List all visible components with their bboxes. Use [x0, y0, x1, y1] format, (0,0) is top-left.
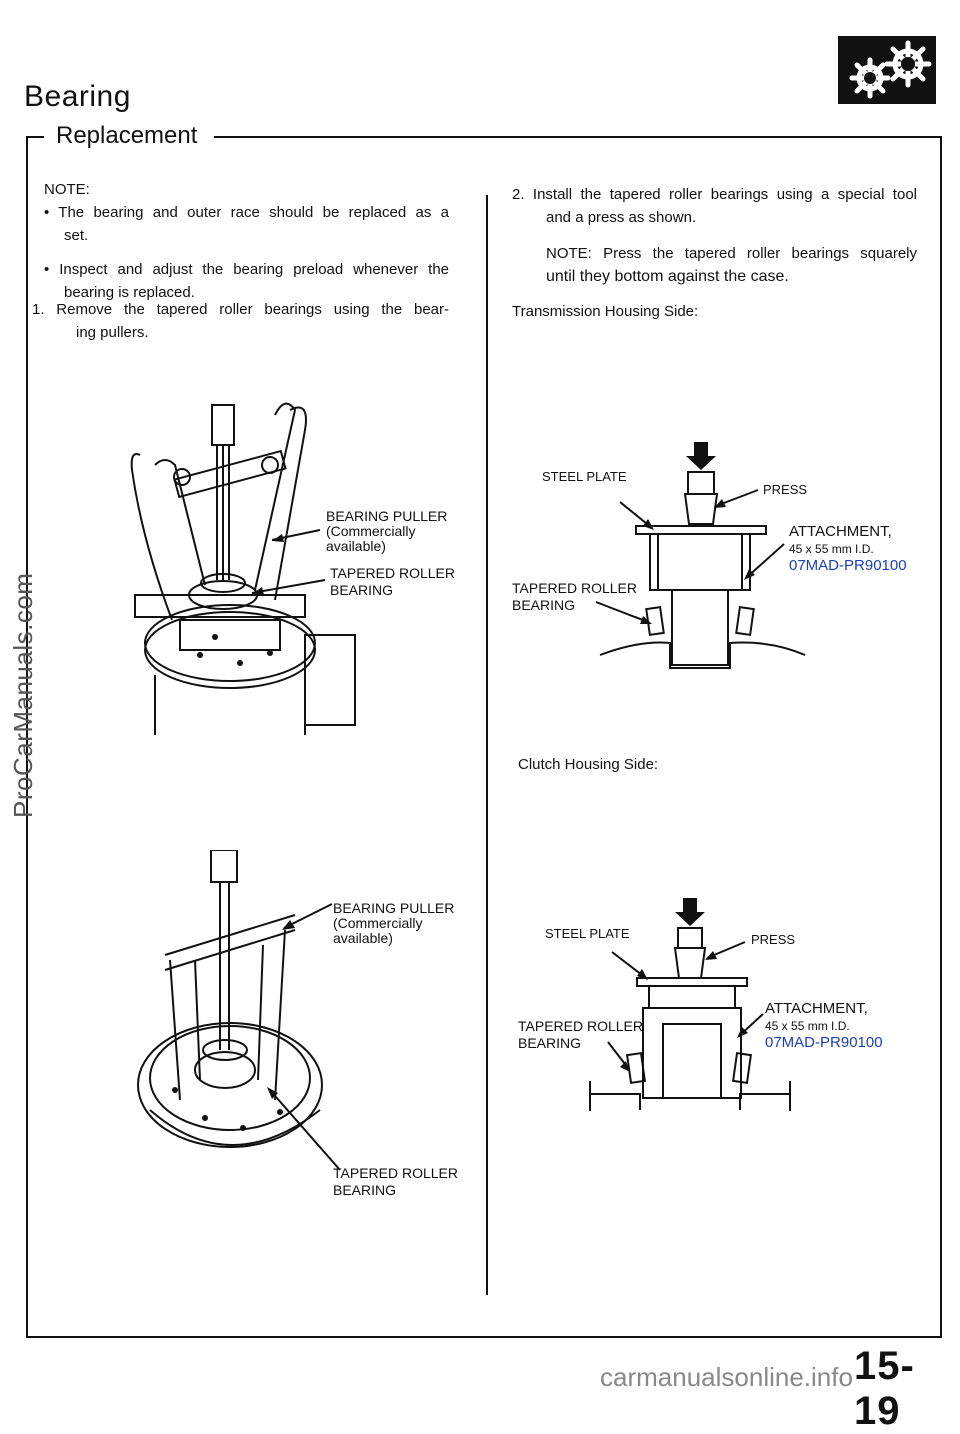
fig2-puller-label-1: BEARING PULLER — [333, 900, 455, 916]
fig3-bearing-label-2: BEARING — [512, 597, 576, 613]
fig1-bearing-label-2: BEARING — [330, 582, 394, 598]
fig1-puller-label-2: (Commercially — [326, 523, 416, 539]
step-2-line2: and a press as shown. — [546, 209, 697, 226]
arrow-fig4-press — [705, 941, 746, 960]
arrow-fig1-bearing — [251, 579, 326, 595]
fig2-bearing-label-2: BEARING — [333, 1182, 397, 1198]
fig1-puller-label-3: available) — [326, 538, 386, 554]
note-item-2-line2: bearing is replaced. — [64, 284, 195, 301]
fig3-part-number: 07MAD-PR90100 — [789, 557, 907, 574]
fig3-press-label: PRESS — [763, 482, 808, 497]
arrow-fig1-puller — [271, 529, 321, 542]
step-2-note-line2: until they bottom against the case. — [546, 268, 789, 285]
fig4-bearing-label-2: BEARING — [518, 1035, 582, 1051]
clutch-housing-heading: Clutch Housing Side: — [518, 756, 659, 773]
note-heading: NOTE: — [44, 181, 90, 198]
side-watermark: ProCarManuals.com — [8, 572, 38, 818]
content-frame — [26, 136, 942, 1338]
arrow-fig4-bearing — [607, 1041, 630, 1072]
fig2-bearing-label-1: TAPERED ROLLER — [333, 1165, 458, 1181]
step-1-line2: ing pullers. — [76, 324, 149, 341]
step-2-note-line1: NOTE: Press the tapered roller bearings … — [546, 245, 917, 262]
footer-watermark: carmanualsonline.info — [600, 1362, 853, 1392]
figure-bearing-puller-2 — [137, 850, 323, 1148]
transmission-housing-heading: Transmission Housing Side: — [512, 303, 699, 320]
frame-rule-right — [214, 136, 940, 138]
fig4-size-label: 45 x 55 mm I.D. — [765, 1019, 850, 1033]
fig1-bearing-label-1: TAPERED ROLLER — [330, 565, 455, 581]
arrow-fig4-attachment — [737, 1013, 764, 1038]
fig2-puller-label-3: available) — [333, 930, 393, 946]
figure-press-clutch-side — [589, 898, 791, 1111]
fig2-puller-label-2: (Commercially — [333, 915, 423, 931]
section-subtitle: Replacement — [56, 122, 198, 149]
arrow-fig3-steel-plate — [619, 501, 654, 530]
arrow-fig3-press — [714, 489, 759, 508]
fig3-attachment-label: ATTACHMENT, — [789, 523, 892, 540]
note-item-1-line1: • The bearing and outer race should be r… — [44, 204, 449, 221]
step-1-line1: 1. Remove the tapered roller bearings us… — [32, 301, 449, 318]
column-divider — [486, 195, 488, 1295]
frame-rule-left — [26, 136, 44, 138]
fig3-bearing-label-1: TAPERED ROLLER — [512, 580, 637, 596]
note-item-2-line1: • Inspect and adjust the bearing preload… — [44, 261, 449, 278]
step-2-line1: 2. Install the tapered roller bearings u… — [512, 186, 917, 203]
fig4-steel-plate-label: STEEL PLATE — [545, 926, 630, 941]
fig4-part-number: 07MAD-PR90100 — [765, 1034, 883, 1051]
note-item-1-line2: set. — [64, 227, 89, 244]
fig4-attachment-label: ATTACHMENT, — [765, 1000, 868, 1017]
fig3-steel-plate-label: STEEL PLATE — [542, 469, 627, 484]
fig4-bearing-label-1: TAPERED ROLLER — [518, 1018, 643, 1034]
arrow-fig3-bearing — [595, 601, 652, 624]
arrow-fig4-steel-plate — [611, 951, 648, 980]
fig4-press-label: PRESS — [751, 932, 796, 947]
arrow-fig3-attachment — [744, 543, 785, 580]
figure-press-transmission-side — [599, 442, 806, 669]
fig3-size-label: 45 x 55 mm I.D. — [789, 542, 874, 556]
arrow-fig2-puller — [282, 903, 333, 930]
gears-icon-graphic — [849, 40, 932, 99]
figure-bearing-puller-1 — [130, 402, 356, 735]
page-number: 15-19 — [854, 1344, 915, 1433]
fig1-puller-label-1: BEARING PULLER — [326, 508, 448, 524]
gears-icon — [838, 36, 936, 104]
page-title: Bearing — [24, 80, 131, 113]
arrow-fig2-bearing — [267, 1087, 341, 1171]
